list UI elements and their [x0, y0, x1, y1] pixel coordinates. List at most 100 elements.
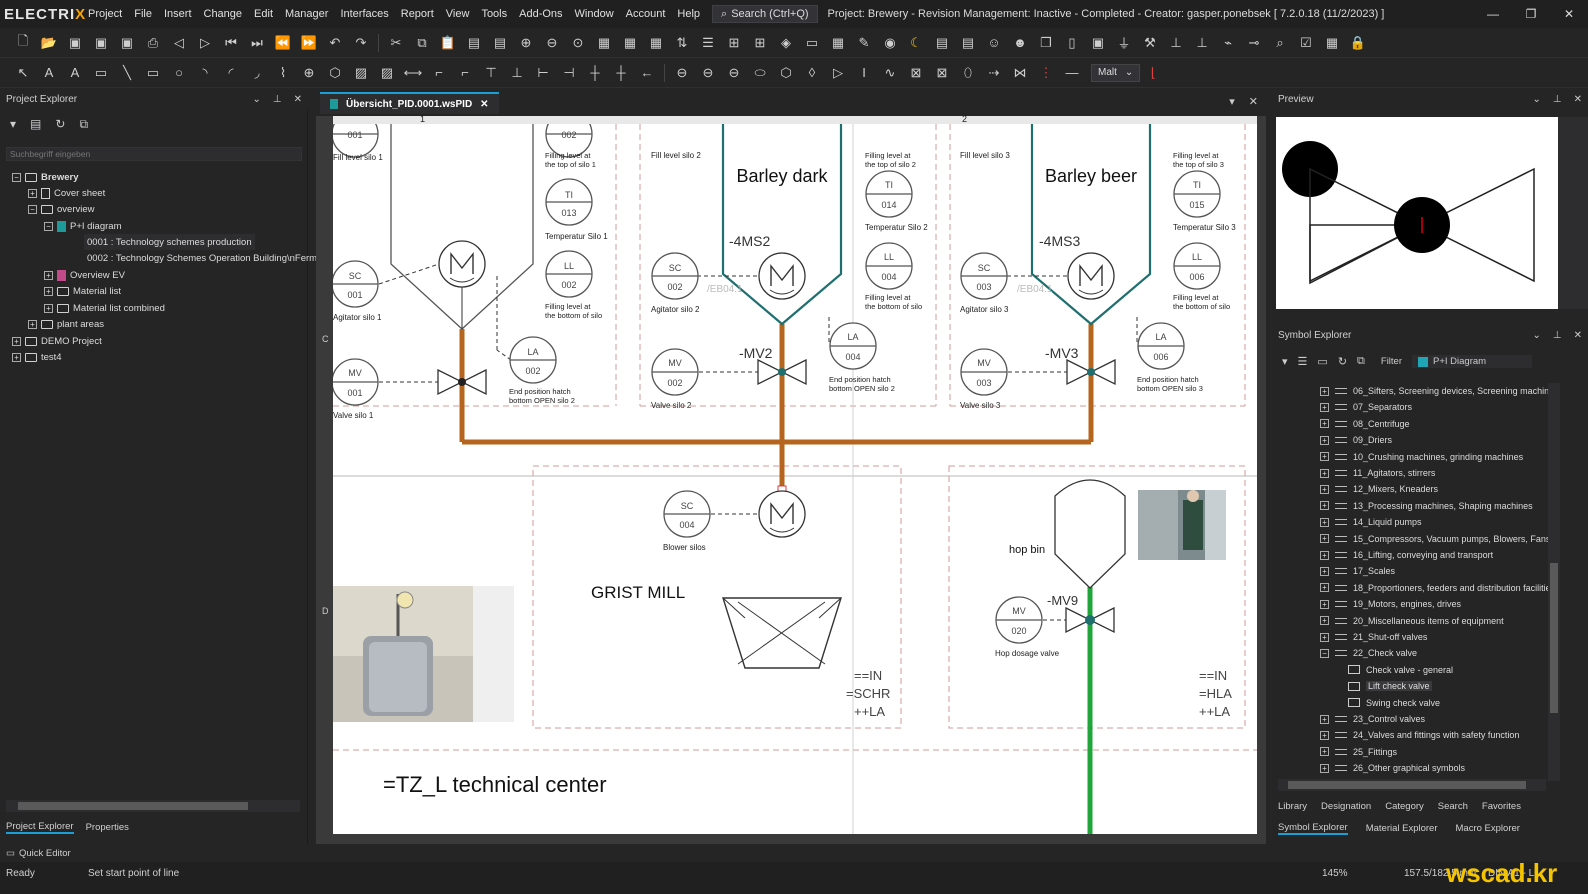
symbol-tree-item[interactable]: +11_Agitators, stirrers: [1320, 465, 1435, 481]
expand-toggle-icon[interactable]: +: [1320, 747, 1329, 757]
close-icon[interactable]: ✕: [1573, 93, 1582, 105]
menu-tools[interactable]: Tools: [481, 8, 508, 20]
terminal-2-icon[interactable]: ⊥: [1196, 34, 1208, 50]
tree-item-overview[interactable]: −overview: [28, 201, 95, 217]
chevron-down-icon[interactable]: ⌄: [1532, 329, 1541, 341]
dropdown-icon[interactable]: ▾: [1282, 356, 1288, 368]
symbol-tree-item[interactable]: Lift check valve: [1348, 678, 1432, 694]
zoom-out-icon[interactable]: ⊖: [546, 34, 558, 50]
symbol-tree-item[interactable]: +21_Shut-off valves: [1320, 629, 1427, 645]
vessel-2-icon[interactable]: ⬡: [780, 64, 792, 80]
menu-insert[interactable]: Insert: [163, 8, 192, 20]
table-icon[interactable]: ▦: [649, 34, 663, 50]
report-icon[interactable]: ▦: [597, 34, 611, 50]
project-search-input[interactable]: [6, 147, 302, 161]
tank-icon[interactable]: ⬯: [963, 64, 973, 80]
flow-arrow-icon[interactable]: ⇢: [988, 64, 1000, 80]
corner-icon[interactable]: ⌐: [435, 65, 443, 80]
terminal-icon[interactable]: ⊥: [1170, 34, 1182, 50]
valve-icon[interactable]: ⋈: [1013, 64, 1027, 80]
dimension-icon[interactable]: ⟷: [403, 64, 423, 80]
redo-icon[interactable]: ↷: [355, 34, 367, 50]
first-page-icon[interactable]: ⏮: [225, 34, 237, 50]
expand-toggle-icon[interactable]: +: [1320, 599, 1329, 609]
tab-macro-explorer[interactable]: Macro Explorer: [1455, 822, 1520, 834]
symbol-tree-item[interactable]: Swing check valve: [1348, 695, 1440, 711]
page-icon[interactable]: ▤: [467, 34, 481, 50]
search-doc-icon[interactable]: ⌕: [1276, 34, 1284, 50]
menu-add-ons[interactable]: Add-Ons: [519, 8, 563, 20]
symbol-tree-item[interactable]: +24_Valves and fittings with safety func…: [1320, 727, 1519, 743]
symbol-tree-item[interactable]: +25_Fittings: [1320, 744, 1397, 760]
tee-2-icon[interactable]: ⊥: [511, 64, 523, 80]
pump-icon[interactable]: ⊖: [676, 64, 688, 80]
settings-icon[interactable]: ☰: [1297, 356, 1308, 368]
tee-4-icon[interactable]: ⊣: [563, 64, 575, 80]
arc-3-icon[interactable]: ◞: [254, 64, 260, 80]
print-icon[interactable]: ⎙: [147, 34, 159, 50]
line-icon[interactable]: ╲: [123, 64, 131, 80]
tab-favorites[interactable]: Favorites: [1481, 800, 1521, 812]
paste-icon[interactable]: 📋: [439, 34, 457, 50]
rectangle-icon[interactable]: ▭: [146, 64, 160, 80]
tree-item-material-list[interactable]: +Material list: [44, 283, 121, 299]
plug-icon[interactable]: ⏚: [1117, 36, 1131, 51]
vessel-icon[interactable]: ⬭: [754, 64, 766, 80]
chevron-down-icon[interactable]: ⌄: [252, 93, 261, 105]
open-folder-icon[interactable]: 📂: [40, 34, 58, 50]
wrench-icon[interactable]: ⚒: [1144, 34, 1156, 50]
expand-toggle-icon[interactable]: +: [1320, 763, 1329, 773]
symbol-tree-item[interactable]: +26_Other graphical symbols: [1320, 760, 1465, 776]
mixer-icon[interactable]: ⊠: [910, 64, 922, 80]
close-doc-icon[interactable]: ✕: [1248, 96, 1258, 108]
horizontal-scrollbar[interactable]: [1278, 779, 1546, 791]
symbol-tree-item[interactable]: +15_Compressors, Vacuum pumps, Blowers, …: [1320, 531, 1550, 547]
tab-properties[interactable]: Properties: [85, 821, 129, 833]
doc-search-icon[interactable]: ▤: [961, 34, 975, 50]
menu-project[interactable]: Project: [88, 8, 123, 20]
polyline-icon[interactable]: ⌇: [279, 64, 287, 80]
wave-icon[interactable]: ∿: [884, 64, 896, 80]
expand-toggle-icon[interactable]: +: [1320, 452, 1329, 462]
calc-2-icon[interactable]: ▦: [1325, 34, 1339, 50]
more-icon[interactable]: ⋮: [1039, 64, 1053, 80]
tree-item-0002[interactable]: 0002 : Technology Schemes Operation Buil…: [87, 252, 318, 264]
arc-icon[interactable]: ◝: [202, 64, 208, 80]
pump-3-icon[interactable]: ⊖: [728, 64, 740, 80]
tree-item-test4[interactable]: +test4: [12, 349, 62, 365]
text-icon[interactable]: A: [44, 65, 54, 80]
refresh-icon[interactable]: ↻: [1337, 356, 1348, 368]
zoom-window-icon[interactable]: ⊙: [572, 34, 584, 50]
new-file-icon[interactable]: 🗋: [17, 32, 29, 48]
pin-icon[interactable]: ⊥: [1552, 329, 1562, 341]
quick-editor-bar[interactable]: ▭ Quick Editor: [0, 844, 1588, 862]
pin-icon[interactable]: ⊥: [1552, 93, 1562, 105]
save-icon[interactable]: ▣: [68, 34, 82, 50]
save-all-icon[interactable]: ▣: [120, 34, 134, 50]
tree-item-brewery[interactable]: −Brewery: [12, 169, 79, 185]
symbol-tree-item[interactable]: +16_Lifting, conveying and transport: [1320, 547, 1493, 563]
expand-toggle-icon[interactable]: +: [1320, 468, 1329, 478]
symbol-tree-item[interactable]: +06_Sifters, Screening devices, Screenin…: [1320, 383, 1549, 399]
minimize-button[interactable]: —: [1487, 7, 1499, 21]
symbol-tree-item[interactable]: +13_Processing machines, Shaping machine…: [1320, 498, 1533, 514]
users-icon[interactable]: ☻: [1013, 35, 1027, 50]
drawing-sheet[interactable]: 001 Fill level silo 1 002 Filling level …: [333, 124, 1257, 834]
undo-icon[interactable]: ↶: [329, 34, 341, 50]
menu-change[interactable]: Change: [203, 8, 243, 20]
crosshair-icon[interactable]: ⊕: [303, 64, 315, 80]
pointer-icon[interactable]: ↖: [17, 64, 29, 80]
connector-icon[interactable]: ⊸: [1248, 34, 1260, 50]
tree-item-demo-project[interactable]: +DEMO Project: [12, 333, 102, 349]
horizontal-scrollbar[interactable]: [6, 800, 300, 812]
expand-toggle-icon[interactable]: +: [1320, 730, 1329, 740]
pin-icon[interactable]: ⊥: [272, 93, 282, 105]
circle-icon[interactable]: ○: [175, 65, 183, 80]
chevron-down-icon[interactable]: ⌄: [1532, 93, 1541, 105]
tree-item-material-list-combined[interactable]: +Material list combined: [44, 300, 165, 316]
page-list-icon[interactable]: ▤: [493, 34, 507, 50]
column-icon[interactable]: I: [862, 65, 866, 80]
calc-icon[interactable]: ▦: [831, 34, 845, 50]
arc-2-icon[interactable]: ◜: [228, 64, 234, 80]
tree-item-pi-diagram[interactable]: −P+I diagram: [44, 218, 122, 234]
